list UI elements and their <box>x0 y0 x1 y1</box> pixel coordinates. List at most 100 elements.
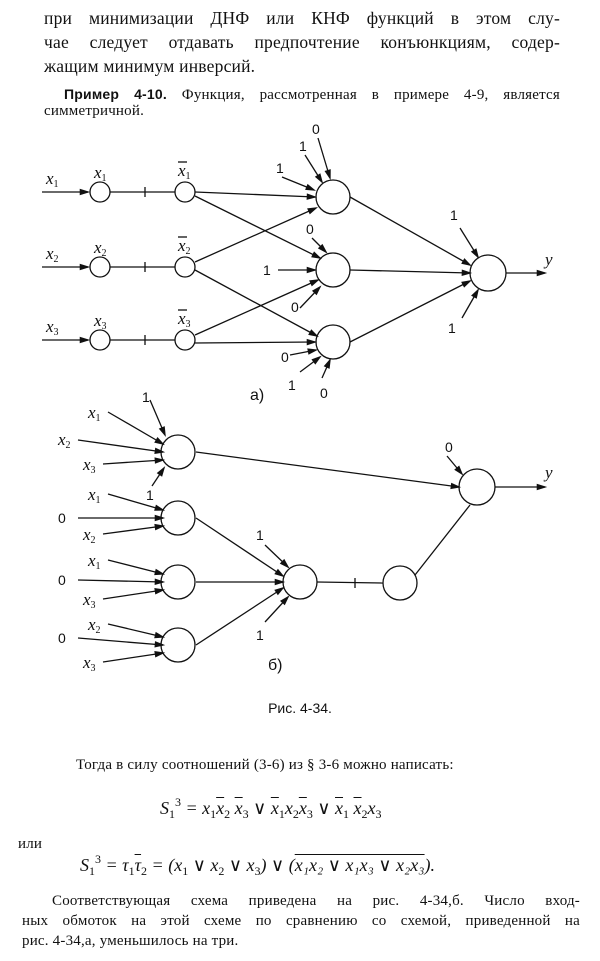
arrow-head <box>154 631 166 639</box>
connection-arrow <box>194 195 321 259</box>
formula-token: = x <box>181 798 211 818</box>
arrow-head <box>454 465 464 476</box>
connection-arrow <box>102 459 164 465</box>
formula-token: x <box>353 798 362 818</box>
connection-arrow <box>77 579 164 583</box>
neuron-circle <box>315 179 351 215</box>
figure-b-label: б) <box>268 657 283 674</box>
arrow-head <box>324 169 331 181</box>
arrow-head <box>311 251 322 259</box>
arrow-head <box>154 447 166 455</box>
connection-arrow <box>195 451 460 488</box>
arrow-head <box>279 595 290 606</box>
input-label: x1 <box>87 403 101 424</box>
formula-token: ). <box>424 855 436 875</box>
neuron-circle <box>458 468 496 506</box>
connection-arrow <box>194 341 316 344</box>
weight-label: 1 <box>299 138 307 154</box>
output-label: y <box>543 463 553 482</box>
neuron-circle <box>174 256 196 278</box>
weight-label: 0 <box>320 385 328 401</box>
neuron-circle <box>89 329 111 351</box>
formula-2: S13 = τ1τ2 = (x1 ∨ x2 ∨ x3) ∨ (x₁x₂ ∨ x₁… <box>80 852 435 879</box>
formula-token: x <box>284 798 293 818</box>
inverted-label: x1 <box>177 161 191 182</box>
connection-arrow <box>349 269 471 274</box>
formula-1: S13 = x1x2 x3 ∨ x1x2x3 ∨ x1 x2x3 <box>160 795 382 822</box>
input-label: x2 <box>57 430 71 451</box>
formula-token: 2 <box>361 807 368 821</box>
formula-token: = τ <box>101 855 129 875</box>
variable-label: x1 <box>93 163 107 184</box>
input-label: x1 <box>45 169 59 190</box>
formula-token: x <box>216 798 225 818</box>
weight-label: 0 <box>291 299 299 315</box>
arrow-head <box>311 285 322 296</box>
weight-label: 0 <box>58 510 66 526</box>
arrow-head <box>154 523 166 531</box>
inverted-label: x2 <box>177 236 191 257</box>
or-word: или <box>18 836 43 852</box>
arrow-head <box>274 586 285 596</box>
arrow-head <box>79 263 91 271</box>
connection-arrow <box>102 589 164 600</box>
arrow-head <box>470 248 480 259</box>
formula-token: ∨ <box>248 798 271 818</box>
neuron-circle <box>160 564 196 600</box>
formula-token: 2 <box>218 864 225 878</box>
weight-label: 1 <box>450 207 458 223</box>
formula-token: 1 <box>210 807 217 821</box>
input-label: x2 <box>45 244 59 265</box>
connection-arrow <box>102 652 164 663</box>
connection-arrow <box>107 411 164 445</box>
connection-arrow <box>107 559 164 575</box>
arrow-head <box>158 426 166 438</box>
neuron-circle <box>89 256 111 278</box>
weight-label: 1 <box>276 160 284 176</box>
paragraph-line: жащим минимум инверсий. <box>44 56 256 76</box>
input-label: x1 <box>87 551 101 572</box>
arrow-head <box>536 269 548 277</box>
formula-token: 2 <box>292 807 299 821</box>
arrow-head <box>154 588 166 595</box>
weight-label: 0 <box>445 439 453 455</box>
formula-token: 3 <box>175 795 181 809</box>
arrow-head <box>461 269 473 277</box>
input-label: x2 <box>82 525 96 546</box>
arrow-head <box>154 457 166 464</box>
formula-token: S <box>80 855 89 875</box>
arrow-head <box>314 173 324 184</box>
formula-token: 1 <box>278 807 285 821</box>
arrow-head <box>154 641 166 648</box>
arrow-head <box>154 504 166 511</box>
input-label: x3 <box>82 653 96 674</box>
variable-label: x3 <box>93 311 107 332</box>
arrow-head <box>154 578 166 586</box>
formula-token: 3 <box>375 807 382 821</box>
neuron-circle <box>174 181 196 203</box>
arrow-head <box>307 207 319 215</box>
neuron-circle <box>282 564 318 600</box>
formula-token: 1 <box>182 864 189 878</box>
arrow-head <box>307 348 319 355</box>
example-label: Пример 4-10. <box>64 86 167 102</box>
connection-arrow <box>349 196 471 266</box>
weight-label: 0 <box>306 221 314 237</box>
example-line2: симметричной. <box>44 103 145 119</box>
neuron-circle <box>160 434 196 470</box>
neuron-circle <box>469 254 507 292</box>
arrow-head <box>154 437 165 446</box>
figure-a-label: а) <box>250 387 264 404</box>
neuron-circle <box>315 252 351 288</box>
connection-arrow <box>194 279 319 336</box>
connection-arrow <box>77 439 164 453</box>
formula-token: x <box>367 798 376 818</box>
formula-token: 2 <box>141 864 148 878</box>
arrow-head <box>323 357 331 369</box>
arrow-head <box>471 288 480 299</box>
neuron-circle <box>160 500 196 536</box>
arrow-head <box>311 355 322 365</box>
connection <box>414 504 471 576</box>
arrow-head <box>154 568 166 576</box>
